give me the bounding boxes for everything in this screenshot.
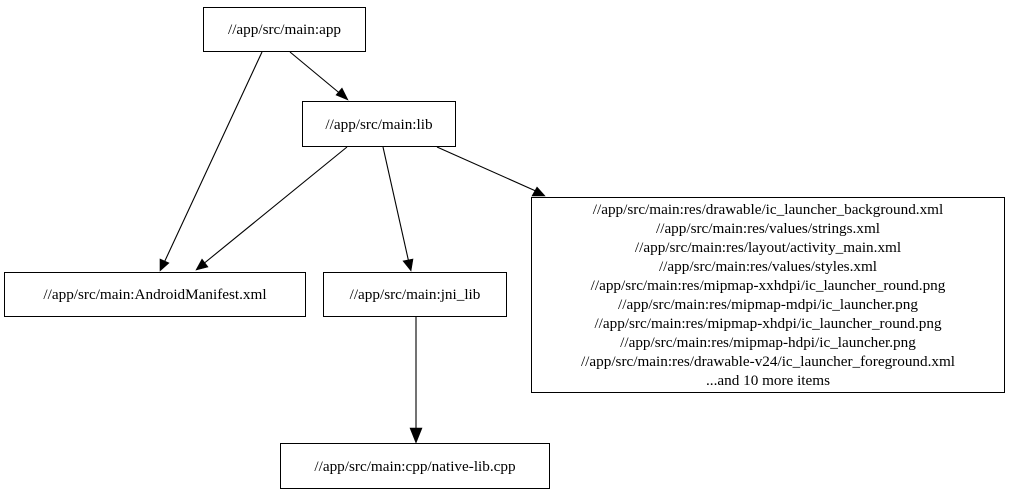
graph-node-native-lib-cpp[interactable]: //app/src/main:cpp/native-lib.cpp — [280, 443, 550, 489]
arrowhead-icon — [402, 258, 414, 272]
edge-app-to-lib — [289, 51, 349, 101]
arrowhead-icon — [195, 258, 209, 271]
edge-lib-to-jni-lib — [382, 146, 414, 272]
edge-line — [201, 146, 348, 266]
edge-app-to-manifest — [159, 51, 263, 272]
edge-line — [162, 51, 263, 266]
graph-node-app[interactable]: //app/src/main:app — [203, 7, 366, 52]
graph-node-res-group-label: //app/src/main:res/drawable/ic_launcher_… — [580, 201, 956, 389]
edge-lib-to-manifest — [195, 146, 348, 271]
edge-line — [436, 146, 539, 193]
graph-node-native-lib-cpp-label: //app/src/main:cpp/native-lib.cpp — [314, 457, 516, 475]
arrowhead-icon — [531, 186, 546, 197]
graph-node-android-manifest[interactable]: //app/src/main:AndroidManifest.xml — [4, 272, 306, 317]
graph-node-lib-label: //app/src/main:lib — [325, 115, 433, 133]
arrowhead-icon — [409, 427, 423, 444]
graph-node-res-group[interactable]: //app/src/main:res/drawable/ic_launcher_… — [531, 197, 1005, 393]
edge-line — [382, 146, 410, 264]
edge-lib-to-res-group — [436, 146, 546, 197]
edge-line — [289, 51, 344, 97]
graph-node-jni-lib[interactable]: //app/src/main:jni_lib — [323, 272, 507, 317]
arrowhead-icon — [335, 87, 349, 101]
graph-node-jni-lib-label: //app/src/main:jni_lib — [349, 286, 481, 303]
arrowhead-icon — [159, 258, 170, 272]
graph-node-lib[interactable]: //app/src/main:lib — [302, 101, 456, 147]
graph-node-app-label: //app/src/main:app — [227, 21, 342, 38]
graph-node-android-manifest-label: //app/src/main:AndroidManifest.xml — [43, 286, 267, 303]
edge-jni-lib-to-native-lib-cpp — [409, 317, 423, 444]
